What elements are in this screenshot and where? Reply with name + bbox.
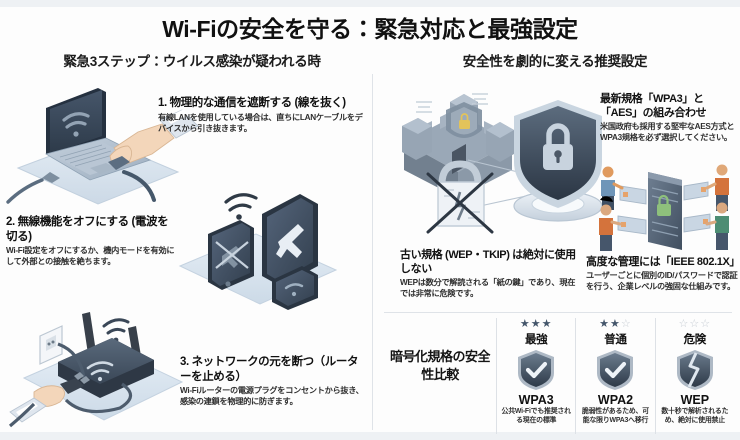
standard-note-wpa3: 公共Wi-Fiでも推奨される現在の標準 <box>501 408 572 424</box>
step-1-text: 1. 物理的な通信を遮断する (線を抜く) 有線LANを使用している場合は、直ち… <box>158 96 363 135</box>
bottom-band <box>0 432 740 440</box>
fortress-shield-illustration <box>398 80 603 248</box>
page-title: Wi-Fiの安全を守る：緊急対応と最強設定 <box>162 16 578 42</box>
top-band <box>0 0 740 7</box>
rating-stars-wpa2: ★★☆ <box>599 318 632 330</box>
recommended-card-2-desc: WEPは数分で解読される「紙の鍵」であり、現在では非常に危険です。 <box>400 278 576 299</box>
step-3-desc: Wi-Fiルーターの電源プラグをコンセントから抜き、感染の連鎖を物理的に防ぎます… <box>180 386 364 407</box>
encryption-comparison-table: 暗号化規格の安全性比較 ★★★ 最強 WPA3 <box>384 318 734 434</box>
comparison-column-wpa2: ★★☆ 普通 WPA2 脆弱性があるため、可能な限りWPA3へ移行 <box>575 318 654 434</box>
shield-check-icon-wpa2 <box>576 348 654 392</box>
comparison-label: 暗号化規格の安全性比較 <box>389 349 491 382</box>
right-section-heading: 安全性を劇的に変える推奨設定 <box>462 54 648 69</box>
standard-name-wep: WEP <box>680 393 710 407</box>
rank-label-wpa3: 最強 <box>524 334 548 346</box>
horizontal-divider <box>384 312 732 313</box>
step-2-text: 2. 無線機能をオフにする (電波を切る) Wi-Fi設定をオフにするか、機内モ… <box>6 215 176 268</box>
recommended-card-2-title: 古い規格 (WEP・TKIP) は絶対に使用しない <box>400 249 576 276</box>
standard-name-wpa2: WPA2 <box>597 393 634 407</box>
recommended-card-2-text: 古い規格 (WEP・TKIP) は絶対に使用しない WEPは数分で解読される「紙… <box>400 248 580 300</box>
standard-name-wpa3: WPA3 <box>518 393 554 407</box>
recommended-card-1-desc: 米国政府も採用する堅牢なAES方式とWPA3規格を必ず選択してください。 <box>600 122 735 143</box>
vertical-divider <box>372 74 373 430</box>
comparison-column-wep: ☆☆☆ 危険 WEP 数十秒で解析されるため、絶対に使用禁止 <box>654 318 734 434</box>
comparison-column-wpa3: ★★★ 最強 WPA3 公共Wi-Fiでも推奨される現在の標準 <box>496 318 575 434</box>
recommended-card-3-text: 高度な管理には「IEEE 802.1X」 ユーザーごとに個別のID/パスワードで… <box>586 255 740 293</box>
standard-note-wpa2: 脆弱性があるため、可能な限りWPA3へ移行 <box>582 408 649 424</box>
rating-stars-wpa3: ★★★ <box>519 318 553 330</box>
recommended-card-3-desc: ユーザーごとに個別のID/パスワードで認証を行う、企業レベルの強固な仕組みです。 <box>586 271 738 292</box>
recommended-card-1-text: 最新規格「WPA3」と「AES」の組み合わせ 米国政府も採用する堅牢なAES方式… <box>600 92 736 144</box>
router-unplug-illustration <box>4 300 200 435</box>
rank-label-wpa2: 普通 <box>604 334 627 346</box>
step-1-title: 1. 物理的な通信を遮断する (線を抜く) <box>158 97 346 109</box>
shield-check-icon-wpa3 <box>497 348 575 392</box>
standard-note-wep: 数十秒で解析されるため、絶対に使用禁止 <box>661 408 729 424</box>
ieee8021x-authentication-illustration <box>592 158 738 258</box>
rating-stars-wep: ☆☆☆ <box>678 318 712 330</box>
step-3-text: 3. ネットワークの元を断つ（ルーターを止める） Wi-Fiルーターの電源プラグ… <box>180 355 365 408</box>
left-section-heading: 緊急3ステップ：ウイルス感染が疑われる時 <box>63 54 321 69</box>
comparison-columns: ★★★ 最強 WPA3 公共Wi-Fiでも推奨される現在の標準 <box>496 318 734 434</box>
step-1-desc: 有線LANを使用している場合は、直ちにLANケーブルをデバイスから引き抜きます。 <box>158 112 363 133</box>
airplane-mode-devices-illustration <box>168 176 353 311</box>
step-2-desc: Wi-Fi設定をオフにするか、機内モードを有効にして外部との接触を絶ちます。 <box>6 246 175 267</box>
step-3-title: 3. ネットワークの元を断つ（ルーターを止める） <box>180 356 359 383</box>
rank-label-wep: 危険 <box>683 334 707 346</box>
laptop-hand-ethernet-illustration <box>2 76 202 211</box>
recommended-card-1-title: 最新規格「WPA3」と「AES」の組み合わせ <box>600 93 707 120</box>
step-2-title: 2. 無線機能をオフにする (電波を切る) <box>6 216 169 243</box>
recommended-card-3-title: 高度な管理には「IEEE 802.1X」 <box>586 256 740 268</box>
shield-broken-icon-wep <box>656 348 734 392</box>
